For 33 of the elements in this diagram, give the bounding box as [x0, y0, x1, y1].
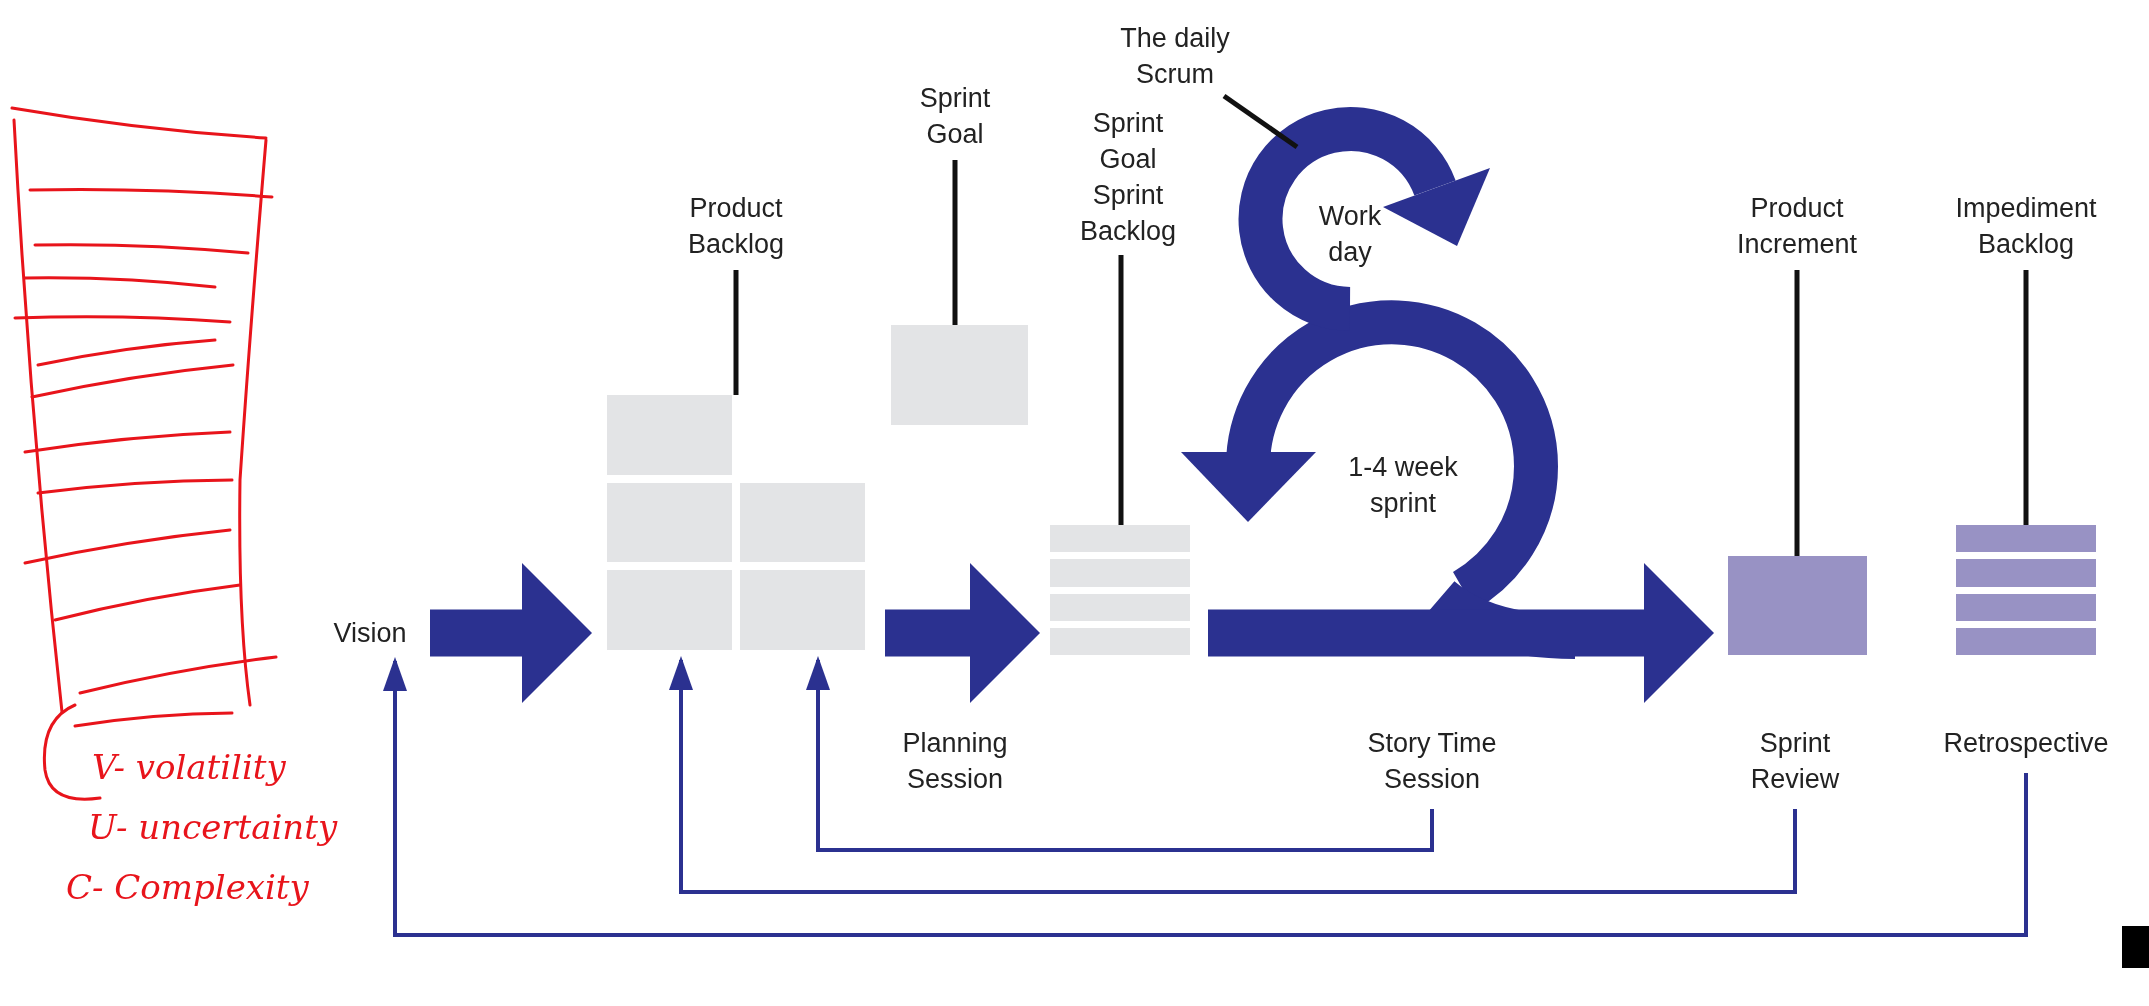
sprint-goal-card [891, 325, 1028, 425]
artifact-label: Impediment Backlog [1941, 190, 2111, 262]
loop-caption: Work day [1317, 200, 1383, 269]
handwritten-note: V- volatility [92, 746, 286, 789]
artifact-label: Sprint Goal [900, 80, 1010, 152]
arrow [806, 656, 1434, 852]
handwritten-note: C- Complexity [66, 866, 309, 909]
block-arrow [885, 563, 1040, 703]
leader-line [1118, 255, 1124, 525]
event-label: The daily Scrum [1095, 20, 1255, 92]
leader-line [1222, 93, 1299, 150]
block-arrow [1208, 563, 1714, 703]
arrow [669, 656, 1797, 894]
block-arrow [430, 563, 592, 703]
loop-caption: 1-4 week sprint [1347, 451, 1459, 520]
event-label: Planning Session [885, 725, 1025, 797]
artifact-label: Sprint Goal Sprint Backlog [1063, 105, 1193, 249]
event-label: Retrospective [1921, 725, 2131, 761]
artifact-label: Product Backlog [651, 190, 821, 262]
arrow [383, 657, 2028, 937]
handwritten-note: U- uncertainty [88, 806, 338, 849]
stacked-bars-drawing [1956, 525, 2096, 655]
card-grid-drawing [607, 395, 865, 650]
vision-label: Vision [320, 615, 420, 651]
event-label: Story Time Session [1347, 725, 1517, 797]
leader-line [733, 270, 739, 395]
leader-line [1794, 270, 1800, 556]
increment-card [1728, 556, 1867, 655]
stacked-bars-drawing [1050, 525, 1190, 655]
leader-line [952, 160, 958, 325]
artifact-label: Product Increment [1712, 190, 1882, 262]
leader-line [2023, 270, 2029, 525]
event-label: Sprint Review [1735, 725, 1855, 797]
